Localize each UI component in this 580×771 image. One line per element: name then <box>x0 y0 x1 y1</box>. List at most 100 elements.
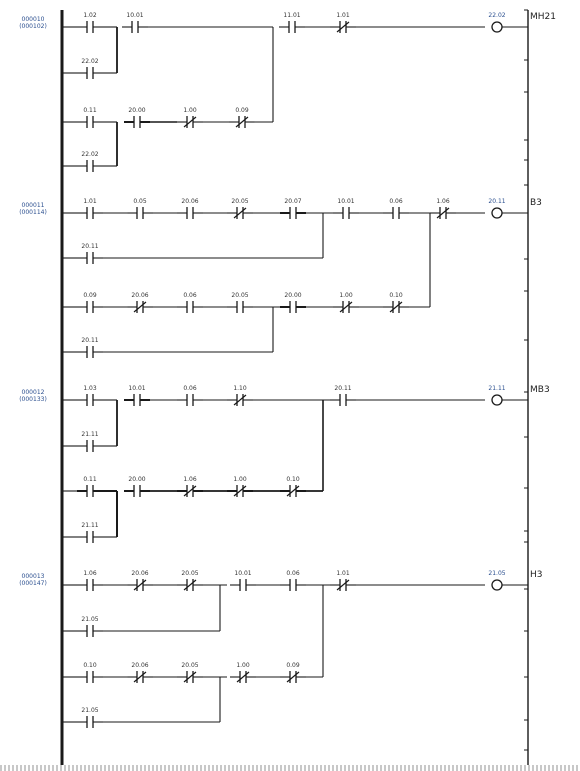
contact-no[interactable]: 21.11 <box>81 522 99 543</box>
contact-no[interactable]: 11.01 <box>283 12 301 33</box>
contact-address: 20.11 <box>81 243 98 250</box>
contact-address: 10.01 <box>337 198 354 205</box>
contact-address: 0.10 <box>389 292 403 299</box>
rung-address: (000102) <box>19 23 47 30</box>
contact-address: 20.06 <box>181 198 198 205</box>
output-coil[interactable]: 22.02 <box>488 12 506 33</box>
contact-no[interactable]: 10.01 <box>126 12 144 33</box>
contact-address: 1.01 <box>336 12 350 19</box>
contact-address: 20.06 <box>131 570 148 577</box>
nc-slash <box>183 579 197 591</box>
output-label: MH21 <box>530 12 556 22</box>
contact-address: 20.06 <box>131 292 148 299</box>
contact-no[interactable]: 22.02 <box>81 151 99 172</box>
contact-nc[interactable]: 0.10 <box>389 292 403 313</box>
contact-no[interactable]: 1.06 <box>83 570 97 591</box>
contact-nc[interactable]: 1.01 <box>336 570 350 591</box>
contact-address: 0.11 <box>83 476 97 483</box>
rung-address: (000114) <box>19 209 47 216</box>
contact-nc[interactable]: 0.09 <box>235 107 249 128</box>
contact-address: 21.11 <box>81 431 98 438</box>
contact-address: 0.09 <box>235 107 249 114</box>
output-coil[interactable]: 21.11 <box>488 385 506 406</box>
contact-nc[interactable]: 1.00 <box>236 662 250 683</box>
contact-nc[interactable]: 20.05 <box>181 662 199 683</box>
contact-address: 1.01 <box>83 198 97 205</box>
output-coil[interactable]: 21.05 <box>488 570 506 591</box>
contact-no[interactable]: 20.11 <box>81 243 99 264</box>
contact-address: 20.05 <box>231 198 248 205</box>
contact-nc[interactable]: 20.06 <box>131 662 149 683</box>
nc-slash <box>183 671 197 683</box>
coil-address: 21.11 <box>488 385 505 392</box>
contact-no[interactable]: 21.05 <box>81 616 99 637</box>
contact-nc[interactable]: 0.09 <box>286 662 300 683</box>
contact-no[interactable]: 0.06 <box>183 385 197 406</box>
nc-slash <box>236 671 250 683</box>
contact-no[interactable]: 22.02 <box>81 58 99 79</box>
contact-address: 0.09 <box>83 292 97 299</box>
contact-no[interactable]: 20.06 <box>181 198 199 219</box>
contact-no[interactable]: 20.00 <box>128 107 146 128</box>
contact-nc[interactable]: 0.10 <box>286 476 300 497</box>
contact-no[interactable]: 0.09 <box>83 292 97 313</box>
contact-no[interactable]: 0.11 <box>83 476 97 497</box>
contact-address: 0.06 <box>183 292 197 299</box>
contact-nc[interactable]: 1.01 <box>336 12 350 33</box>
contact-no[interactable]: 20.00 <box>128 476 146 497</box>
contact-no[interactable]: 10.01 <box>234 570 252 591</box>
contact-address: 10.01 <box>128 385 145 392</box>
contact-address: 20.00 <box>128 476 145 483</box>
nc-slash <box>389 301 403 313</box>
contact-no[interactable]: 21.11 <box>81 431 99 452</box>
contact-no[interactable]: 10.01 <box>128 385 146 406</box>
contact-nc[interactable]: 1.00 <box>183 107 197 128</box>
contact-nc[interactable]: 20.06 <box>131 292 149 313</box>
contact-no[interactable]: 0.06 <box>183 292 197 313</box>
wiring <box>62 26 528 723</box>
output-label: B3 <box>530 198 542 208</box>
contact-no[interactable]: 0.05 <box>133 198 147 219</box>
contact-address: 1.03 <box>83 385 97 392</box>
contact-address: 0.06 <box>389 198 403 205</box>
contact-no[interactable]: 10.01 <box>337 198 355 219</box>
rung-step-number: 000013 <box>22 573 45 580</box>
contact-no[interactable]: 20.11 <box>334 385 352 406</box>
contact-no[interactable]: 1.02 <box>83 12 97 33</box>
contact-address: 1.01 <box>336 570 350 577</box>
contact-address: 20.05 <box>181 570 198 577</box>
coil-circle <box>491 21 503 33</box>
contact-nc[interactable]: 1.00 <box>339 292 353 313</box>
contact-address: 20.05 <box>231 292 248 299</box>
contact-no[interactable]: 0.06 <box>286 570 300 591</box>
contact-address: 0.06 <box>183 385 197 392</box>
contact-no[interactable]: 20.11 <box>81 337 99 358</box>
contact-address: 20.06 <box>131 662 148 669</box>
contact-no[interactable]: 0.06 <box>389 198 403 219</box>
nc-slash <box>183 116 197 128</box>
output-coil[interactable]: 20.11 <box>488 198 506 219</box>
contact-no[interactable]: 20.00 <box>284 292 302 313</box>
nc-slash <box>235 116 249 128</box>
contact-address: 0.10 <box>83 662 97 669</box>
contact-nc[interactable]: 20.06 <box>131 570 149 591</box>
nc-slash <box>286 485 300 497</box>
contact-nc[interactable]: 1.06 <box>183 476 197 497</box>
contact-no[interactable]: 20.07 <box>284 198 302 219</box>
contact-nc[interactable]: 20.05 <box>181 570 199 591</box>
contact-no[interactable]: 21.05 <box>81 707 99 728</box>
contact-no[interactable]: 1.01 <box>83 198 97 219</box>
contact-no[interactable]: 1.03 <box>83 385 97 406</box>
contact-nc[interactable]: 1.10 <box>233 385 247 406</box>
contact-address: 20.05 <box>181 662 198 669</box>
contact-nc[interactable]: 20.05 <box>231 198 249 219</box>
contact-nc[interactable]: 1.00 <box>233 476 247 497</box>
contact-no[interactable]: 0.11 <box>83 107 97 128</box>
contact-no[interactable]: 0.10 <box>83 662 97 683</box>
contact-no[interactable]: 20.05 <box>231 292 249 313</box>
contact-address: 20.07 <box>284 198 301 205</box>
contact-address: 20.00 <box>128 107 145 114</box>
contact-nc[interactable]: 1.06 <box>436 198 450 219</box>
contact-address: 0.06 <box>286 570 300 577</box>
